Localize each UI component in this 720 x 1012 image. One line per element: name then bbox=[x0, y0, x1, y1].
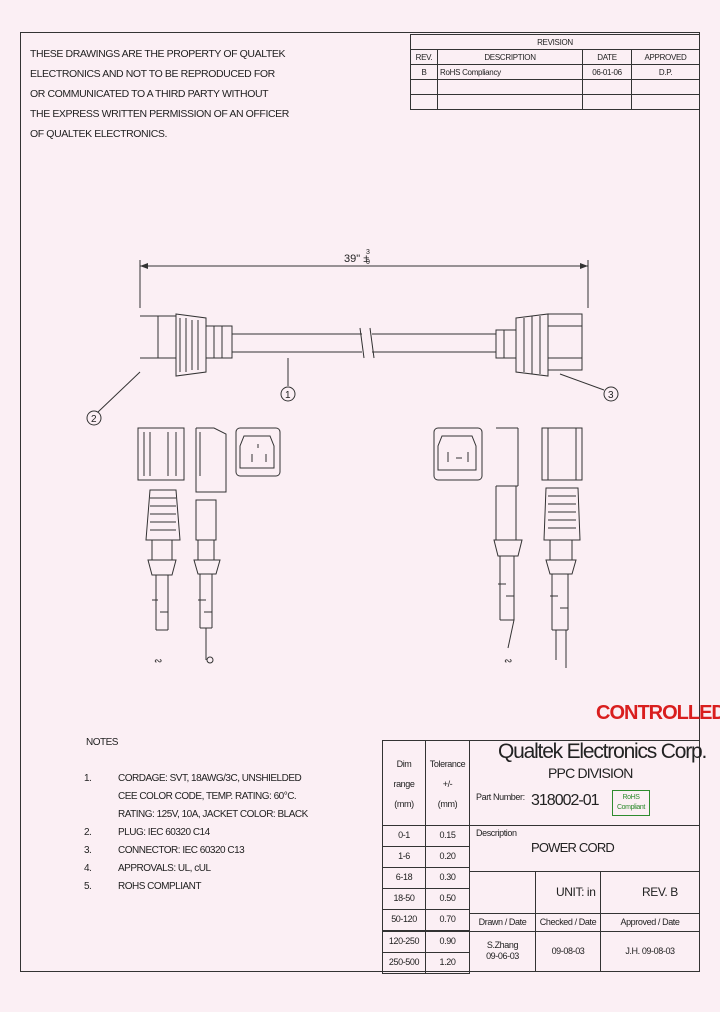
drawn-value: S.Zhang 09-06-03 bbox=[469, 940, 536, 962]
dim-range: 18-50 bbox=[393, 893, 415, 904]
revision-table: REVISION REV. DESCRIPTION DATE APPROVED … bbox=[410, 34, 700, 110]
note-number: 1. bbox=[84, 773, 92, 784]
tolerance-value: 0.70 bbox=[439, 914, 456, 925]
sign-header-row bbox=[469, 913, 700, 932]
dim-range: 6-18 bbox=[395, 872, 413, 883]
connector-c13-side-view bbox=[495, 313, 583, 377]
balloon-label: 3 bbox=[608, 390, 614, 401]
dim-range: 0-1 bbox=[398, 830, 410, 840]
tol-header: Tolerance +/- (mm) bbox=[425, 754, 470, 814]
tolerance-value: 1.20 bbox=[439, 956, 456, 967]
note-number: 2. bbox=[84, 827, 92, 838]
part-number-label: Part Number: bbox=[476, 792, 525, 802]
tol-header-line: (mm) bbox=[437, 799, 458, 809]
dimension-line bbox=[139, 260, 589, 308]
note-line: CEE COLOR CODE, TEMP. RATING: 60°C. bbox=[118, 791, 297, 802]
balloon-3 bbox=[603, 386, 619, 402]
approved-header: Approved / Date bbox=[620, 917, 680, 927]
dimension-label: 39" ± bbox=[344, 253, 369, 265]
note-number: 3. bbox=[84, 845, 92, 856]
drawn-name: S.Zhang bbox=[486, 940, 519, 950]
tol-header-line: +/- bbox=[442, 779, 453, 789]
tolerance-plus: 3 bbox=[366, 249, 370, 256]
balloon-1 bbox=[280, 386, 296, 402]
plug-c14-side-view bbox=[140, 313, 233, 377]
leader-line bbox=[559, 373, 605, 391]
notes-title: NOTES bbox=[86, 737, 118, 748]
dim-range: 250-500 bbox=[388, 956, 420, 967]
balloon-label: 1 bbox=[285, 390, 291, 401]
note-line: CONNECTOR: IEC 60320 C13 bbox=[118, 845, 245, 856]
disclaimer-text: THESE DRAWINGS ARE THE PROPERTY OF QUALT… bbox=[30, 44, 289, 144]
leader-line bbox=[97, 371, 141, 413]
svg-text:∾: ∾ bbox=[154, 656, 162, 667]
note-item: 4. APPROVALS: UL, cUL bbox=[84, 860, 308, 878]
tolerance-value: 0.90 bbox=[439, 935, 456, 946]
approved-cell bbox=[631, 94, 700, 110]
plug-c14-detail-views: ∾ bbox=[137, 427, 281, 667]
rohs-badge-line: RoHS bbox=[622, 794, 640, 801]
note-number: 5. bbox=[84, 881, 92, 892]
tolerance-minus: 0 bbox=[366, 259, 370, 266]
unit-value: UNIT: in bbox=[556, 885, 596, 899]
rohs-badge-line: Compliant bbox=[617, 804, 645, 811]
cable bbox=[232, 327, 496, 359]
connector-c13-detail-views: ∾ bbox=[433, 427, 583, 668]
tolerance-value: 0.30 bbox=[439, 872, 456, 883]
note-item: 2. PLUG: IEC 60320 C14 bbox=[84, 824, 308, 842]
note-line: RATING: 125V, 10A, JACKET COLOR: BLACK bbox=[118, 809, 308, 820]
approved-value: J.H. 09-08-03 bbox=[625, 946, 675, 956]
drawn-date: 09-06-03 bbox=[486, 951, 519, 961]
checked-value: 09-08-03 bbox=[551, 946, 585, 956]
drawing-frame bbox=[20, 32, 700, 972]
note-item: 3. CONNECTOR: IEC 60320 C13 bbox=[84, 842, 308, 860]
note-line: CORDAGE: SVT, 18AWG/3C, UNSHIELDED bbox=[118, 773, 302, 784]
tolerance-value: 0.50 bbox=[439, 893, 456, 904]
rev-value: REV. B bbox=[642, 885, 678, 899]
disclaimer-line: OF QUALTEK ELECTRONICS. bbox=[30, 128, 168, 140]
part-number: 318002-01 bbox=[531, 792, 600, 809]
dim-header-line: Dim bbox=[396, 759, 412, 769]
dim-range: 120-250 bbox=[388, 935, 420, 946]
disclaimer-line: ELECTRONICS AND NOT TO BE REPRODUCED FOR bbox=[30, 68, 275, 80]
note-item: 5. ROHS COMPLIANT bbox=[84, 878, 308, 896]
controlled-stamp: CONTROLLED bbox=[596, 702, 720, 724]
tol-header-line: Tolerance bbox=[429, 759, 466, 769]
dim-range: 1-6 bbox=[398, 851, 410, 862]
rohs-compliant-badge: RoHS Compliant bbox=[612, 790, 650, 816]
note-number: 4. bbox=[84, 863, 92, 874]
note-item: 1. CORDAGE: SVT, 18AWG/3C, UNSHIELDED CE… bbox=[84, 770, 308, 824]
balloon-2 bbox=[86, 410, 102, 426]
disclaimer-line: OR COMMUNICATED TO A THIRD PARTY WITHOUT bbox=[30, 88, 269, 100]
note-line: ROHS COMPLIANT bbox=[118, 881, 202, 892]
tolerance-value: 0.15 bbox=[439, 830, 456, 840]
dim-header: Dim range (mm) bbox=[382, 754, 426, 814]
tolerance-value: 0.20 bbox=[439, 851, 456, 862]
balloon-label: 2 bbox=[91, 414, 97, 425]
dim-header-line: range bbox=[393, 779, 415, 789]
disclaimer-line: THE EXPRESS WRITTEN PERMISSION OF AN OFF… bbox=[30, 108, 289, 120]
checked-header: Checked / Date bbox=[539, 917, 597, 927]
notes-list: 1. CORDAGE: SVT, 18AWG/3C, UNSHIELDED CE… bbox=[84, 770, 308, 896]
description-label: Description bbox=[476, 828, 517, 838]
division-name: PPC DIVISION bbox=[548, 765, 633, 781]
note-line: PLUG: IEC 60320 C14 bbox=[118, 827, 210, 838]
dim-range: 50-120 bbox=[391, 914, 417, 925]
description-value: POWER CORD bbox=[531, 840, 615, 855]
svg-text:∾: ∾ bbox=[504, 656, 512, 667]
dim-header-line: (mm) bbox=[394, 799, 414, 809]
note-line: APPROVALS: UL, cUL bbox=[118, 863, 211, 874]
company-name: Qualtek Electronics Corp. bbox=[498, 740, 707, 763]
drawn-header: Drawn / Date bbox=[478, 917, 527, 927]
disclaimer-line: THESE DRAWINGS ARE THE PROPERTY OF QUALT… bbox=[30, 48, 286, 60]
